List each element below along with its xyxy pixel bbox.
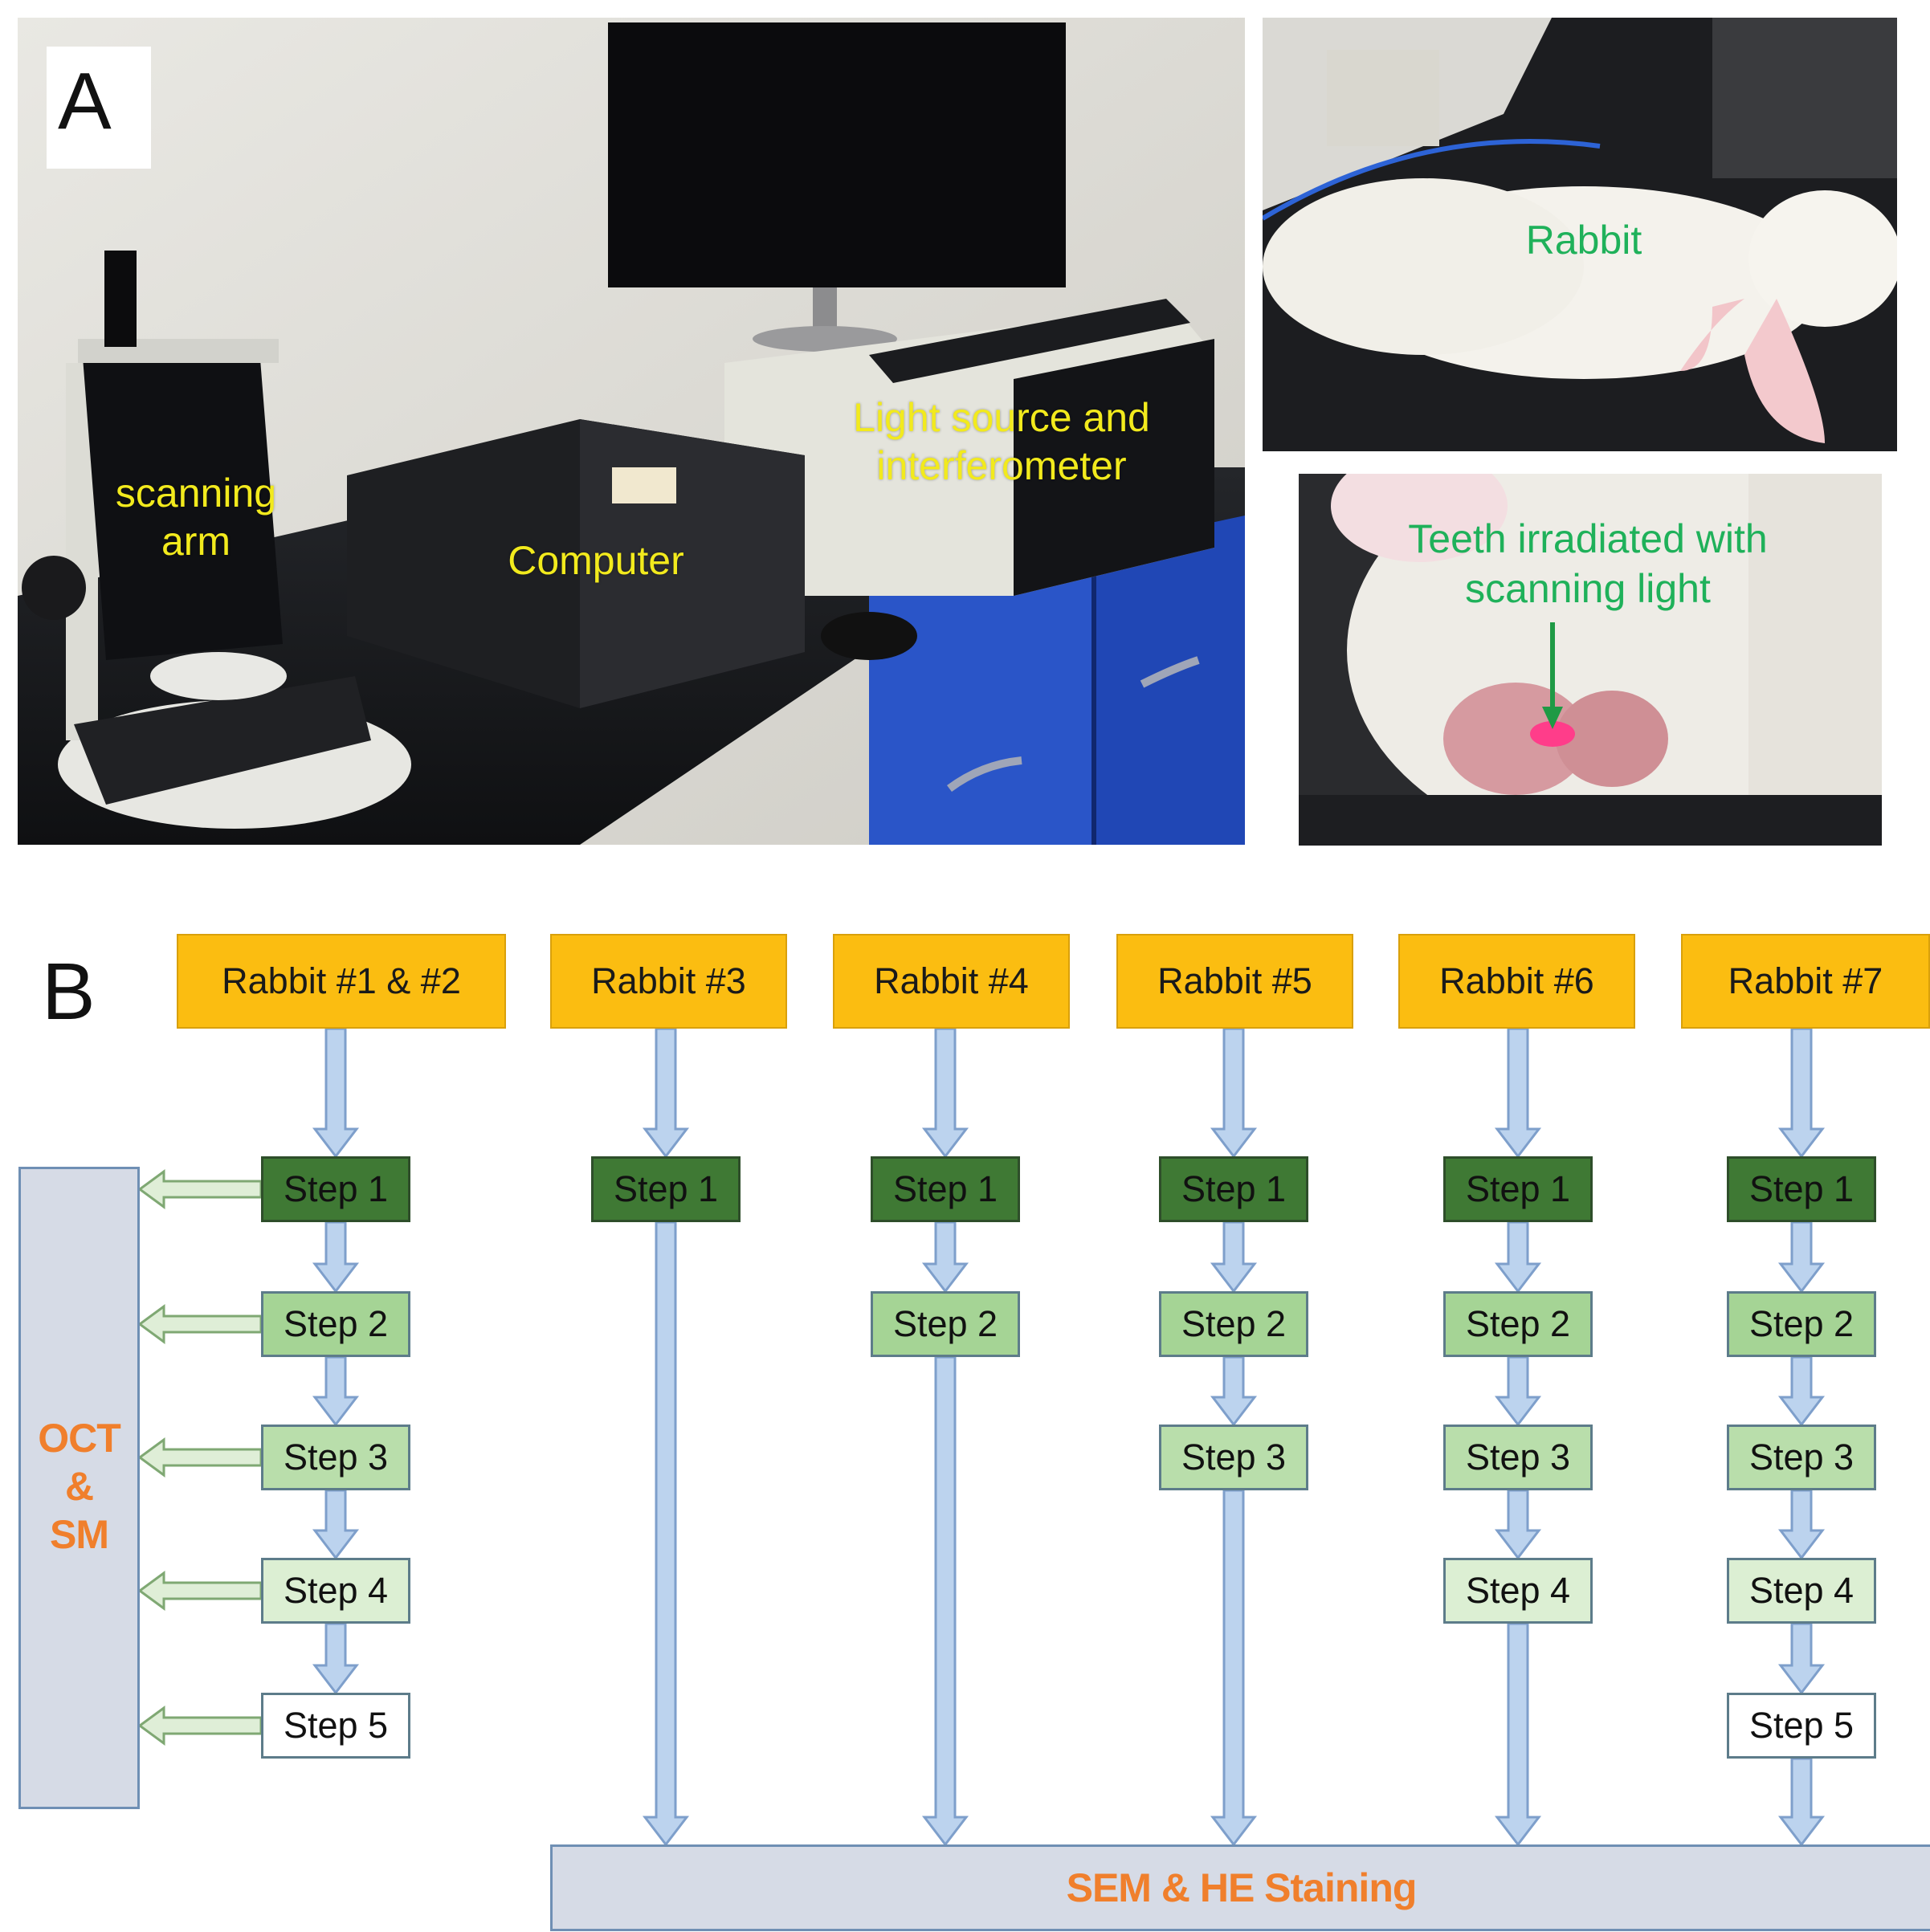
step-box-r6-s4: Step 4 <box>1727 1558 1876 1624</box>
label-rabbit: Rabbit <box>1525 218 1642 263</box>
arrow-r1-s4-to-s5 <box>312 1622 360 1695</box>
label-teeth: Teeth irradiated with scanning light <box>1408 516 1768 611</box>
rabbit-photo: Rabbit <box>1263 18 1897 451</box>
step-box-r3-s1: Step 1 <box>871 1156 1020 1222</box>
arrow-r6-s2-to-s3 <box>1777 1355 1826 1427</box>
arrow-r1-s2-to-s3 <box>312 1355 360 1427</box>
arrow-r3-to-staining <box>921 1355 969 1847</box>
step-box-r1-s3: Step 3 <box>261 1425 410 1490</box>
rabbit-box-3: Rabbit #4 <box>833 934 1070 1029</box>
teeth-photo: Teeth irradiated with scanning light <box>1299 474 1882 846</box>
step-box-r1-s2: Step 2 <box>261 1291 410 1357</box>
arrow-r4-s2-to-s3 <box>1210 1355 1258 1427</box>
step-box-r4-s1: Step 1 <box>1159 1156 1308 1222</box>
arrow-rabbit-6-to-step-1 <box>1777 1027 1826 1159</box>
lab-setup-photo: A scanning arm Computer Light source and… <box>18 18 1245 845</box>
arrow-r6-s3-to-s4 <box>1777 1489 1826 1560</box>
rabbit-box-1: Rabbit #1 & #2 <box>177 934 506 1029</box>
panel-a-letter: A <box>58 56 112 146</box>
arrow-rabbit-4-to-step-1 <box>1210 1027 1258 1159</box>
arrow-r3-s1-to-s2 <box>921 1221 969 1294</box>
rabbit-box-5: Rabbit #6 <box>1398 934 1635 1029</box>
step-box-r4-s2: Step 2 <box>1159 1291 1308 1357</box>
step-box-r1-s1: Step 1 <box>261 1156 410 1222</box>
arrow-rabbit-1-to-step-1 <box>312 1027 360 1159</box>
rabbit-box-4: Rabbit #5 <box>1116 934 1353 1029</box>
arrow-r6-s4-to-s5 <box>1777 1622 1826 1695</box>
arrow-rabbit-5-to-step-1 <box>1494 1027 1542 1159</box>
rabbit-box-2: Rabbit #3 <box>550 934 787 1029</box>
arrow-r5-s2-to-s3 <box>1494 1355 1542 1427</box>
step-box-r5-s3: Step 3 <box>1443 1425 1593 1490</box>
step-box-r6-s3: Step 3 <box>1727 1425 1876 1490</box>
step-box-r5-s4: Step 4 <box>1443 1558 1593 1624</box>
arrow-r6-s1-to-s2 <box>1777 1221 1826 1294</box>
step-box-r6-s2: Step 2 <box>1727 1291 1876 1357</box>
arrow-r2-to-staining <box>642 1221 690 1847</box>
arrow-r1-s5-to-oct <box>137 1706 263 1746</box>
arrow-rabbit-3-to-step-1 <box>921 1027 969 1159</box>
step-box-r3-s2: Step 2 <box>871 1291 1020 1357</box>
arrow-r5-s3-to-s4 <box>1494 1489 1542 1560</box>
arrow-rabbit-2-to-step-1 <box>642 1027 690 1159</box>
panel-b-letter: B <box>42 947 96 1037</box>
arrow-r6-to-staining <box>1777 1757 1826 1847</box>
sem-he-staining-box: SEM & HE Staining <box>550 1844 1930 1931</box>
arrow-r1-s1-to-oct <box>137 1169 263 1209</box>
label-light-source: Light source and interferometer <box>853 395 1150 488</box>
step-box-r5-s1: Step 1 <box>1443 1156 1593 1222</box>
rabbit-box-6: Rabbit #7 <box>1681 934 1930 1029</box>
arrow-r1-s3-to-s4 <box>312 1489 360 1560</box>
oct-sm-label: OCT & SM <box>38 1416 121 1557</box>
step-box-r5-s2: Step 2 <box>1443 1291 1593 1357</box>
oct-sm-box: OCT & SM <box>18 1167 140 1809</box>
step-box-r2-s1: Step 1 <box>591 1156 741 1222</box>
step-box-r4-s3: Step 3 <box>1159 1425 1308 1490</box>
arrow-r1-s1-to-s2 <box>312 1221 360 1294</box>
step-box-r1-s4: Step 4 <box>261 1558 410 1624</box>
step-box-r6-s1: Step 1 <box>1727 1156 1876 1222</box>
step-box-r1-s5: Step 5 <box>261 1693 410 1759</box>
step-box-r6-s5: Step 5 <box>1727 1693 1876 1759</box>
arrow-r1-s4-to-oct <box>137 1571 263 1611</box>
arrow-r1-s3-to-oct <box>137 1437 263 1478</box>
panel-a-letter-background <box>47 47 151 169</box>
arrow-r1-s2-to-oct <box>137 1304 263 1344</box>
arrow-r5-to-staining <box>1494 1622 1542 1847</box>
arrow-r5-s1-to-s2 <box>1494 1221 1542 1294</box>
label-computer: Computer <box>508 538 684 583</box>
arrow-r4-to-staining <box>1210 1489 1258 1847</box>
arrow-r4-s1-to-s2 <box>1210 1221 1258 1294</box>
label-scanning-arm: scanning arm <box>115 471 277 564</box>
